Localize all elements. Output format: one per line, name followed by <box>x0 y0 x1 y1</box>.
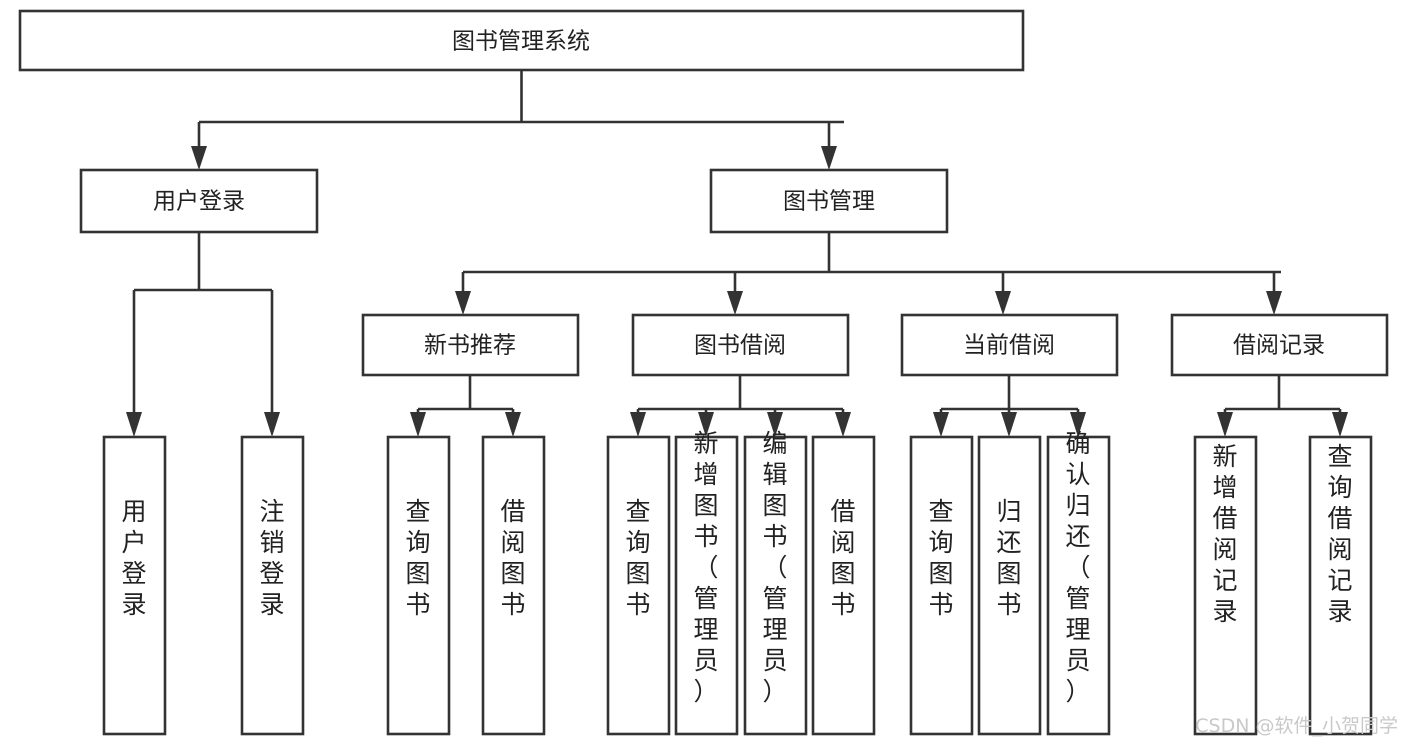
arrow-head-leaf-br-1 <box>1332 412 1348 437</box>
arrow-head-new-book-recommend <box>455 291 471 315</box>
leaf-box-bb-0 <box>606 435 671 736</box>
leaf-label-cb-1: 归还图书 <box>996 497 1021 619</box>
arrow-head-leaf-user-login-1 <box>264 412 280 437</box>
node-label-current-borrow: 当前借阅 <box>963 333 1055 359</box>
leaf-box-user-login-1 <box>240 435 305 736</box>
arrow-head-user-login <box>191 146 207 170</box>
connector-group-new-book-recommend <box>410 375 521 437</box>
leaf-label-bb-3: 借阅图书 <box>830 497 855 619</box>
leaf-node-user-login-1[interactable]: 注销登录 <box>240 435 305 736</box>
node-label-user-login: 用户登录 <box>153 189 245 215</box>
node-book-management-system[interactable]: 图书管理系统 <box>18 9 1025 72</box>
arrow-head-current-borrow <box>995 291 1011 315</box>
arrow-head-leaf-bb-2 <box>767 412 783 437</box>
leaf-box-nbr-0 <box>386 435 451 736</box>
node-box-current-borrow <box>900 313 1119 377</box>
leaf-node-current-borrow-0[interactable]: 查询图书 <box>909 435 974 736</box>
arrow-head-leaf-cb-1 <box>1001 412 1017 437</box>
leaf-label-bb-2: 编辑图书（管理员） <box>762 429 787 706</box>
node-label-borrow-record: 借阅记录 <box>1233 333 1325 359</box>
node-book-borrow[interactable]: 图书借阅 <box>631 313 850 377</box>
leaf-box-user-login-0 <box>102 435 167 736</box>
leaf-label-user-login-1: 注销登录 <box>259 497 284 619</box>
leaf-box-bb-2 <box>743 435 808 736</box>
node-borrow-record[interactable]: 借阅记录 <box>1170 313 1389 377</box>
node-current-borrow[interactable]: 当前借阅 <box>900 313 1119 377</box>
arrow-head-borrow-record <box>1266 291 1282 315</box>
node-label-new-book-recommend: 新书推荐 <box>424 333 516 359</box>
leaf-label-cb-0: 查询图书 <box>928 497 953 619</box>
watermark-label: CSDN @软件_小贺同学 <box>1195 715 1398 737</box>
leaf-box-cb-2 <box>1046 435 1111 736</box>
node-book-management[interactable]: 图书管理 <box>709 168 949 234</box>
connector-group-borrow-record <box>1217 375 1348 437</box>
leaf-label-bb-0: 查询图书 <box>625 497 650 619</box>
connector-group-book-manage <box>455 232 1282 315</box>
node-new-book-recommend[interactable]: 新书推荐 <box>361 313 580 377</box>
arrow-head-book-borrow <box>727 291 743 315</box>
leaf-node-user-login-0[interactable]: 用户登录 <box>102 435 167 736</box>
arrow-head-leaf-nbr-0 <box>410 412 426 437</box>
arrow-head-leaf-user-login-0 <box>126 412 142 437</box>
connector-group-current-borrow <box>933 375 1086 437</box>
arrow-head-book-manage <box>821 146 837 170</box>
leaf-node-book-borrow-1[interactable]: 新增图书（管理员） <box>674 429 739 736</box>
leaf-box-br-0 <box>1193 435 1258 736</box>
leaf-label-br-1: 查询借阅记录 <box>1327 442 1352 626</box>
arrow-head-leaf-cb-2 <box>1070 412 1086 437</box>
connector-group-user-login <box>126 232 280 437</box>
node-box-book-management <box>709 168 949 234</box>
leaf-label-cb-2: 确认归还（管理员） <box>1065 429 1090 706</box>
leaf-node-current-borrow-2[interactable]: 确认归还（管理员） <box>1046 429 1111 736</box>
leaf-node-book-borrow-2[interactable]: 编辑图书（管理员） <box>743 429 808 736</box>
connector-group-root <box>191 70 844 170</box>
leaf-node-borrow-record-0[interactable]: 新增借阅记录 <box>1193 435 1258 736</box>
leaf-node-new-book-recommend-0[interactable]: 查询图书 <box>386 435 451 736</box>
leaf-node-borrow-record-1[interactable]: 查询借阅记录 <box>1308 435 1373 736</box>
connector-group-book-borrow <box>630 375 851 437</box>
arrow-head-leaf-br-0 <box>1217 412 1233 437</box>
leaf-node-book-borrow-0[interactable]: 查询图书 <box>606 435 671 736</box>
node-box-new-book-recommend <box>361 313 580 377</box>
leaf-box-bb-1 <box>674 435 739 736</box>
leaf-label-nbr-0: 查询图书 <box>405 497 430 619</box>
leaf-box-cb-1 <box>977 435 1042 736</box>
leaf-box-br-1 <box>1308 435 1373 736</box>
leaf-node-current-borrow-1[interactable]: 归还图书 <box>977 435 1042 736</box>
leaf-label-nbr-1: 借阅图书 <box>500 497 525 619</box>
arrow-head-leaf-bb-3 <box>835 412 851 437</box>
node-label-book-borrow: 图书借阅 <box>694 333 786 359</box>
leaf-box-nbr-1 <box>481 435 546 736</box>
arrow-head-leaf-nbr-1 <box>505 412 521 437</box>
node-label-book-management: 图书管理 <box>783 189 875 215</box>
node-box-book-borrow <box>631 313 850 377</box>
node-user-login[interactable]: 用户登录 <box>79 168 319 234</box>
leaf-label-bb-1: 新增图书（管理员） <box>693 429 718 706</box>
leaf-label-br-0: 新增借阅记录 <box>1212 442 1237 626</box>
arrow-head-leaf-cb-0 <box>933 412 949 437</box>
node-box-user-login <box>79 168 319 234</box>
node-box-borrow-record <box>1170 313 1389 377</box>
arrow-head-leaf-bb-0 <box>630 412 646 437</box>
node-label-root: 图书管理系统 <box>452 29 590 55</box>
node-box-root <box>18 9 1025 72</box>
leaf-box-cb-0 <box>909 435 974 736</box>
leaf-node-new-book-recommend-1[interactable]: 借阅图书 <box>481 435 546 736</box>
arrow-head-leaf-bb-1 <box>698 412 714 437</box>
leaf-node-book-borrow-3[interactable]: 借阅图书 <box>811 435 876 736</box>
leaf-label-user-login-0: 用户登录 <box>121 497 146 619</box>
leaf-box-bb-3 <box>811 435 876 736</box>
